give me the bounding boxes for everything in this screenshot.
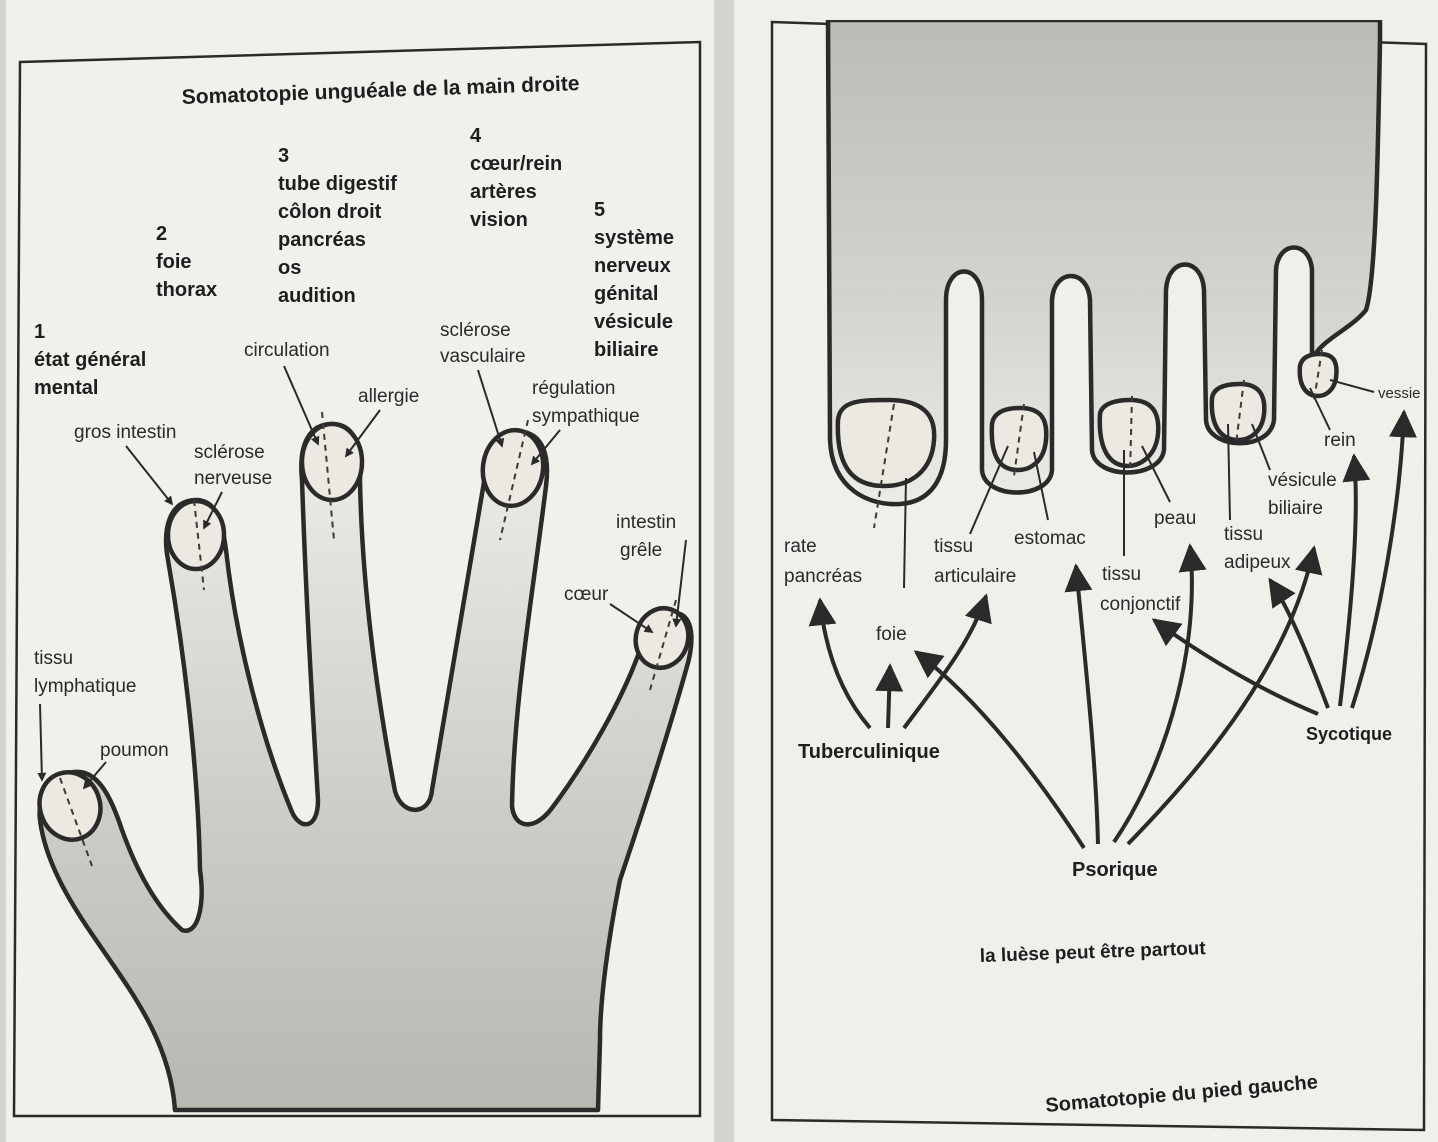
finger-5-line-5: biliaire bbox=[594, 339, 658, 361]
toe-1-nail bbox=[838, 400, 934, 486]
label-adipeux: adipeux bbox=[1224, 552, 1291, 573]
finger-1-line-2: mental bbox=[34, 377, 98, 399]
label-circulation: circulation bbox=[244, 340, 330, 361]
finger-4-line-3: vision bbox=[470, 209, 528, 231]
label-allergie: allergie bbox=[358, 386, 419, 407]
finger-3-number: 3 bbox=[278, 145, 289, 167]
label-vesicule: vésicule bbox=[1268, 470, 1337, 491]
finger-2-number: 2 bbox=[156, 223, 167, 245]
finger-5-line-2: nerveux bbox=[594, 255, 671, 277]
label-sclerose-vasculaire: sclérose bbox=[440, 320, 511, 341]
label-vasculaire: vasculaire bbox=[440, 346, 526, 367]
label-regulation: régulation bbox=[532, 378, 615, 399]
label-tuberculinique: Tuberculinique bbox=[798, 741, 940, 763]
label-nerveuse: nerveuse bbox=[194, 468, 272, 489]
finger-4-line-2: artères bbox=[470, 181, 537, 203]
finger-4-number: 4 bbox=[470, 125, 482, 147]
label-peau: peau bbox=[1154, 508, 1196, 529]
toe-4-nail bbox=[1212, 384, 1264, 440]
label-grele: grêle bbox=[620, 540, 662, 561]
label-vessie: vessie bbox=[1378, 385, 1421, 402]
label-estomac: estomac bbox=[1014, 528, 1086, 549]
toe-3-nail bbox=[1100, 400, 1158, 466]
finger-3-line-5: audition bbox=[278, 285, 356, 307]
finger-5-number: 5 bbox=[594, 199, 605, 221]
label-poumon: poumon bbox=[100, 740, 169, 761]
finger-5-line-3: génital bbox=[594, 283, 658, 305]
label-pancreas: pancréas bbox=[784, 566, 862, 587]
finger-2-line-2: thorax bbox=[156, 279, 217, 301]
finger-3-line-1: tube digestif bbox=[278, 173, 397, 195]
finger-3-line-3: pancréas bbox=[278, 229, 366, 251]
finger-1-line-1: état général bbox=[34, 349, 146, 371]
label-tissu: tissu bbox=[34, 648, 73, 669]
label-conjonctif: conjonctif bbox=[1100, 594, 1181, 615]
foot-top-mask bbox=[770, 0, 1430, 20]
label-coeur: cœur bbox=[564, 584, 609, 605]
label-tissu-conjonctif: tissu bbox=[1102, 564, 1141, 585]
label-tissu-adipeux: tissu bbox=[1224, 524, 1263, 545]
finger-1-number: 1 bbox=[34, 321, 45, 343]
finger-3-line-4: os bbox=[278, 257, 301, 279]
label-foie: foie bbox=[876, 624, 907, 645]
label-articulaire: articulaire bbox=[934, 566, 1016, 587]
arrow-tub-foie bbox=[888, 666, 890, 728]
middle-nail bbox=[302, 424, 362, 500]
finger-2-line-1: foie bbox=[156, 251, 192, 273]
label-rate: rate bbox=[784, 536, 817, 557]
finger-3-line-2: côlon droit bbox=[278, 201, 382, 223]
label-rein: rein bbox=[1324, 430, 1356, 451]
label-intestin: intestin bbox=[616, 512, 676, 533]
finger-5-line-4: vésicule bbox=[594, 311, 673, 333]
label-sycotique: Sycotique bbox=[1306, 724, 1392, 744]
label-sclerose: sclérose bbox=[194, 442, 265, 463]
finger-4-line-1: cœur/rein bbox=[470, 153, 562, 175]
label-gros-intestin: gros intestin bbox=[74, 422, 176, 443]
label-biliaire: biliaire bbox=[1268, 498, 1323, 519]
label-lymphatique: lymphatique bbox=[34, 676, 136, 697]
label-tissu-articulaire: tissu bbox=[934, 536, 973, 557]
label-psorique: Psorique bbox=[1072, 859, 1158, 881]
label-sympathique: sympathique bbox=[532, 406, 640, 427]
finger-5-line-1: système bbox=[594, 227, 674, 249]
